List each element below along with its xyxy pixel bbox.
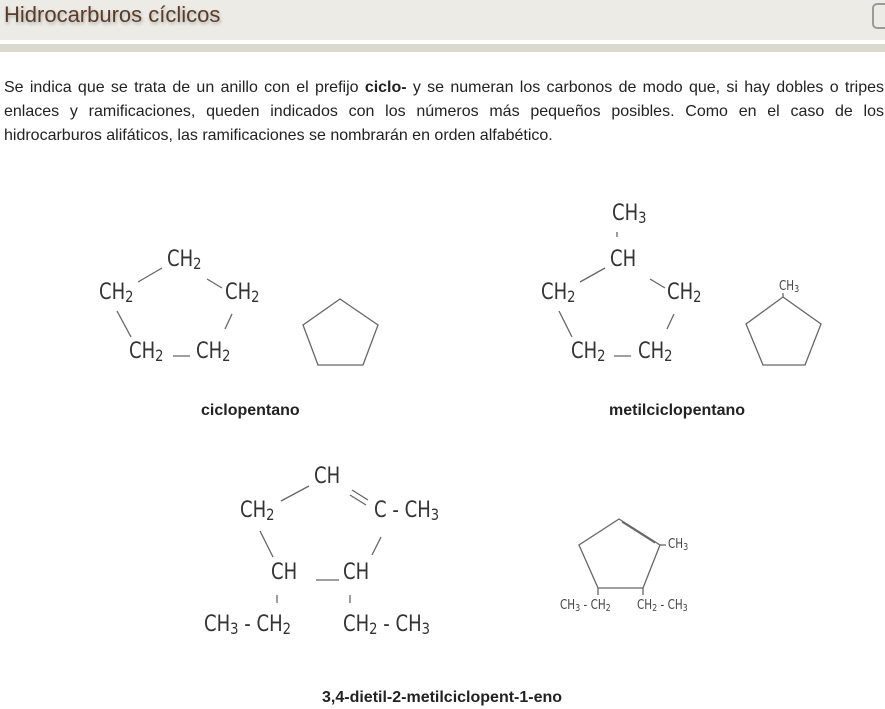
group-ch3-top: CH3	[612, 201, 647, 227]
skeletal-methyl-label: CH3	[668, 537, 689, 553]
group-ethyl-left: CH3 - CH2	[204, 612, 292, 638]
group-ch-right: CH	[343, 560, 370, 585]
header-divider	[0, 44, 885, 52]
skeletal-ch3-label: CH3	[779, 279, 800, 295]
intro-paragraph: Se indica que se trata de un anillo con …	[4, 76, 884, 148]
group-ch2-right: CH2	[667, 280, 702, 306]
group-ch-top: CH	[314, 464, 341, 489]
caption-ciclopentano: ciclopentano	[201, 402, 300, 419]
group-ch: CH	[610, 247, 637, 272]
page-header: Hidrocarburos cíclicos	[0, 0, 885, 40]
intro-text-1: Se indica que se trata de un anillo con …	[4, 79, 365, 96]
group-ch2-left: CH2	[99, 280, 134, 306]
group-ch2-left: CH2	[240, 498, 275, 524]
group-ch2-bottom-left: CH2	[571, 339, 606, 365]
group-ch2-right: CH2	[225, 280, 260, 306]
intro-bold-prefix: ciclo-	[364, 79, 407, 96]
page-title: Hidrocarburos cíclicos	[4, 2, 221, 27]
intro-text-2: y se numeran los carbonos de modo que, s…	[4, 79, 885, 144]
group-ch2-bottom-right: CH2	[638, 339, 673, 365]
group-c-ch3: C - CH3	[374, 498, 440, 524]
group-ch2-bottom-left: CH2	[129, 339, 164, 365]
group-ch2-bottom-right: CH2	[196, 339, 231, 365]
caption-dietil-metilciclopentenO: 3,4-dietil-2-metilciclopent-1-eno	[322, 689, 563, 706]
skeletal-ethyl-right-label: CH2 - CH3	[637, 598, 688, 614]
group-ethyl-right: CH2 - CH3	[343, 612, 431, 638]
group-ch-left: CH	[271, 560, 298, 585]
caption-metilciclopentano: metilciclopentano	[609, 402, 746, 419]
skeletal-ethyl-left-label: CH3 - CH2	[560, 598, 611, 614]
group-ch2-top: CH2	[167, 247, 202, 273]
group-ch2-left: CH2	[541, 280, 576, 306]
expand-icon[interactable]	[872, 3, 885, 29]
